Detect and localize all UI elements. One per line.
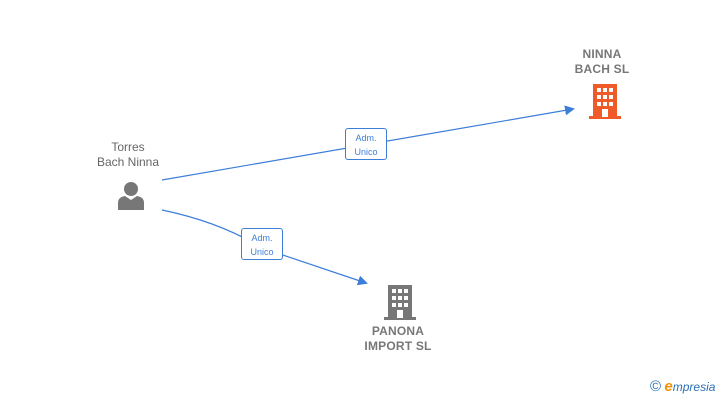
- company-ninna-name[interactable]: NINNA BACH SL: [552, 47, 652, 77]
- person-name-line1: Torres: [111, 140, 145, 154]
- company-ninna-line2: BACH SL: [574, 62, 630, 76]
- brand-e: e: [664, 378, 673, 395]
- company-panona-line2: IMPORT SL: [364, 339, 432, 353]
- edge-label-line2: Unico: [354, 147, 378, 157]
- brand-watermark: © empresia: [650, 378, 715, 400]
- edge-label-ninna[interactable]: Adm. Unico: [345, 128, 387, 160]
- person-name-line2: Bach Ninna: [96, 155, 160, 169]
- person-icon[interactable]: [116, 181, 146, 211]
- edge-label-line1: Adm.: [355, 133, 377, 143]
- edge-label-panona[interactable]: Adm. Unico: [241, 228, 283, 260]
- brand-name: mpresia: [672, 380, 716, 394]
- edge-label-line2: Unico: [250, 247, 274, 257]
- building-icon[interactable]: [383, 284, 417, 320]
- company-panona-line1: PANONA: [371, 324, 425, 338]
- company-ninna-line1: NINNA: [582, 47, 622, 61]
- building-icon[interactable]: [588, 83, 622, 119]
- edge-label-line1: Adm.: [251, 233, 273, 243]
- person-name[interactable]: Torres Bach Ninna: [78, 140, 178, 170]
- company-panona-name[interactable]: PANONA IMPORT SL: [348, 324, 448, 354]
- copyright-icon: ©: [650, 378, 662, 395]
